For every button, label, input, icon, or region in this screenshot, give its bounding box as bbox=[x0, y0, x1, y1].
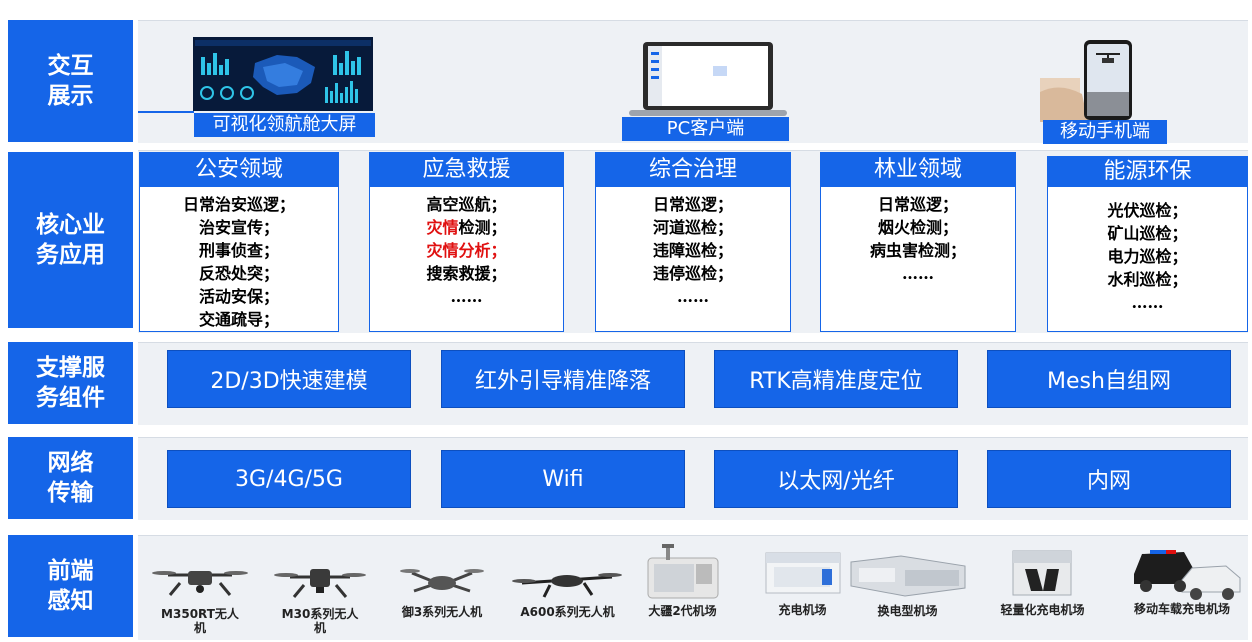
dashboard-screen-image bbox=[193, 37, 373, 111]
support-modeling: 2D/3D快速建模 bbox=[167, 350, 411, 408]
drone-icon bbox=[152, 571, 248, 596]
layer-label-support: 支撑服 务组件 bbox=[8, 342, 133, 424]
device-label: 充电机场 bbox=[778, 603, 827, 617]
mobile-phone-image bbox=[1040, 38, 1136, 122]
vehicle-dock-icon bbox=[1134, 550, 1241, 600]
support-rtk: RTK高精准度定位 bbox=[714, 350, 958, 408]
app-title: 公安领域 bbox=[140, 153, 338, 187]
network-wifi: Wifi bbox=[441, 450, 685, 508]
app-card-emergency: 应急救援 高空巡航； 灾情检测； 灾情分析； 搜索救援； …… bbox=[369, 152, 564, 332]
list-item: 日常巡逻； bbox=[877, 195, 958, 214]
list-item: 灾情检测； bbox=[370, 216, 563, 239]
list-item: 日常治安巡逻； bbox=[182, 195, 295, 214]
list-item: …… bbox=[450, 287, 483, 306]
device-label: 大疆2代机场 bbox=[648, 604, 717, 618]
list-item-highlight: 灾情分析； bbox=[426, 241, 507, 260]
device-light-dock: 轻量化充电机场 bbox=[985, 545, 1100, 617]
list-item: 水利巡检； bbox=[1107, 270, 1188, 289]
device-label: 轻量化充电机场 bbox=[1000, 603, 1085, 617]
device-label: M350RT无人机 bbox=[161, 607, 239, 635]
drone-icon bbox=[512, 573, 622, 598]
list-item: …… bbox=[902, 264, 934, 283]
list-item: 病虫害检测； bbox=[869, 241, 966, 260]
dock-icon bbox=[647, 544, 719, 599]
charging-dock-icon bbox=[765, 552, 841, 594]
list-item: 矿山巡检； bbox=[1107, 224, 1188, 243]
list-item: 交通疏导； bbox=[198, 310, 279, 329]
app-title: 能源环保 bbox=[1048, 157, 1247, 187]
list-item: 日常巡逻； bbox=[652, 195, 733, 214]
app-card-governance: 综合治理 日常巡逻； 河道巡检； 违障巡检； 违停巡检； …… bbox=[595, 152, 791, 332]
list-item: 高空巡航； bbox=[426, 195, 507, 214]
caption-pc-client: PC客户端 bbox=[622, 117, 789, 141]
layer-label-network: 网络 传输 bbox=[8, 437, 133, 519]
list-item: 治安宣传； bbox=[198, 218, 279, 237]
device-label: 移动车载充电机场 bbox=[1133, 602, 1230, 616]
caption-mobile: 移动手机端 bbox=[1043, 120, 1167, 144]
list-item: …… bbox=[677, 287, 709, 306]
drone-icon bbox=[400, 569, 484, 593]
network-intranet: 内网 bbox=[987, 450, 1231, 508]
list-item: 活动安保； bbox=[198, 287, 279, 306]
list-item: 违障巡检； bbox=[652, 241, 733, 260]
list-item: 刑事侦查； bbox=[198, 241, 279, 260]
support-mesh: Mesh自组网 bbox=[987, 350, 1231, 408]
highlight-text: 灾情 bbox=[426, 218, 459, 237]
caption-dashboard-line bbox=[138, 111, 194, 113]
device-label: 御3系列无人机 bbox=[401, 605, 483, 619]
device-battery-swap: 换电型机场 bbox=[845, 548, 970, 618]
list-item: 光伏巡检； bbox=[1107, 201, 1188, 220]
device-m30: M30系列无人机 bbox=[270, 555, 370, 635]
device-a600: A600系列无人机 bbox=[510, 555, 625, 619]
app-card-forestry: 林业领域 日常巡逻； 烟火检测； 病虫害检测； …… bbox=[820, 152, 1016, 332]
list-item: 搜索救援； bbox=[426, 264, 507, 283]
device-label: M30系列无人机 bbox=[281, 607, 359, 635]
device-dock2: 大疆2代机场 bbox=[640, 540, 725, 618]
battery-swap-dock-icon bbox=[850, 555, 966, 597]
device-label: 换电型机场 bbox=[877, 604, 938, 618]
drone-icon bbox=[274, 569, 366, 598]
device-vehicle-dock: 移动车载充电机场 bbox=[1122, 540, 1247, 616]
layer-label-core: 核心业 务应用 bbox=[8, 152, 133, 328]
list-item-rest: 检测； bbox=[458, 218, 507, 237]
list-item: 违停巡检； bbox=[652, 264, 733, 283]
app-title: 综合治理 bbox=[596, 153, 790, 187]
list-item: …… bbox=[1131, 293, 1164, 312]
caption-dashboard: 可视化领航舱大屏 bbox=[194, 113, 375, 137]
network-ethernet: 以太网/光纤 bbox=[714, 450, 958, 508]
device-label: A600系列无人机 bbox=[520, 605, 615, 619]
device-charging-dock: 充电机场 bbox=[760, 543, 845, 617]
light-dock-icon bbox=[1012, 550, 1072, 596]
app-title: 林业领域 bbox=[821, 153, 1015, 187]
list-item: 反恐处突； bbox=[198, 264, 279, 283]
app-title: 应急救援 bbox=[370, 153, 563, 187]
laptop-image bbox=[627, 40, 789, 118]
layer-label-interaction: 交互 展示 bbox=[8, 20, 133, 142]
list-item: 烟火检测； bbox=[877, 218, 958, 237]
list-item: 电力巡检； bbox=[1107, 247, 1188, 266]
list-item: 河道巡检； bbox=[652, 218, 733, 237]
app-card-police: 公安领域 日常治安巡逻； 治安宣传； 刑事侦查； 反恐处突； 活动安保； 交通疏… bbox=[139, 152, 339, 332]
device-m350rt: M350RT无人机 bbox=[150, 555, 250, 635]
network-cellular: 3G/4G/5G bbox=[167, 450, 411, 508]
layer-label-frontend: 前端 感知 bbox=[8, 535, 133, 637]
support-infrared-landing: 红外引导精准降落 bbox=[441, 350, 685, 408]
device-mavic3: 御3系列无人机 bbox=[392, 555, 492, 619]
app-card-energy: 能源环保 光伏巡检； 矿山巡检； 电力巡检； 水利巡检； …… bbox=[1047, 156, 1248, 332]
